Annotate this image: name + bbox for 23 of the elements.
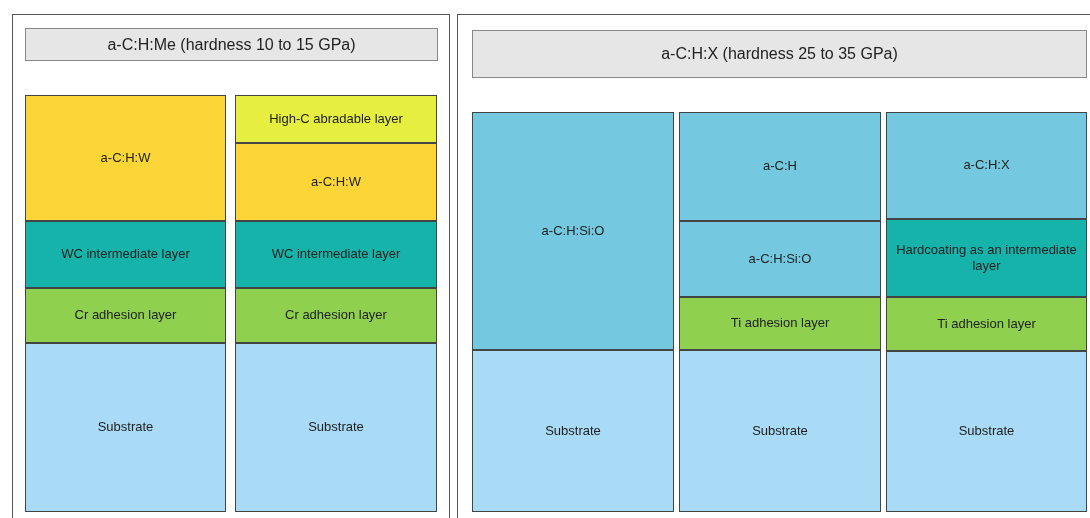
coating-layer: a-C:H:W [25, 95, 226, 221]
coating-layer: Substrate [472, 350, 674, 512]
header-box: a-C:H:X (hardness 25 to 35 GPa) [472, 30, 1087, 78]
coating-layer: a-C:H:Si:O [472, 112, 674, 350]
coating-layer: a-C:H:Si:O [679, 221, 881, 297]
coating-layer: a-C:H:W [235, 143, 437, 221]
coating-layer: WC intermediate layer [235, 221, 437, 288]
panel-frame [457, 14, 1090, 518]
coating-layer: Substrate [886, 351, 1087, 512]
coating-layer: a-C:H:X [886, 112, 1087, 219]
coating-layer: Substrate [235, 343, 437, 512]
coating-layer: Cr adhesion layer [235, 288, 437, 343]
coating-layer: Ti adhesion layer [886, 297, 1087, 351]
panel-frame [12, 14, 450, 518]
coating-layer: Ti adhesion layer [679, 297, 881, 350]
coating-layer: High-C abradable layer [235, 95, 437, 143]
coating-layer: Substrate [25, 343, 226, 512]
coating-layer: WC intermediate layer [25, 221, 226, 288]
header-box: a-C:H:Me (hardness 10 to 15 GPa) [25, 28, 438, 61]
coating-layer: Hardcoating as an intermediate layer [886, 219, 1087, 297]
coating-layer: Substrate [679, 350, 881, 512]
coating-layer: Cr adhesion layer [25, 288, 226, 343]
coating-layer: a-C:H [679, 112, 881, 221]
